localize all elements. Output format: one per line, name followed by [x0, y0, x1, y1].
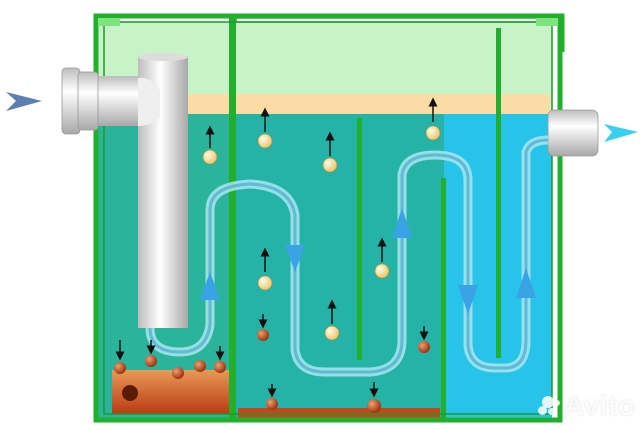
flow-arrow-down-1	[285, 245, 305, 272]
tank-top-cap-left	[98, 18, 120, 26]
sediment-particle	[367, 382, 381, 413]
partition-2	[357, 118, 362, 360]
vertical-pipe-top	[138, 53, 188, 61]
fat-particle	[324, 299, 340, 341]
sinking-particles	[114, 314, 430, 413]
flow-arrow-up-2	[392, 208, 412, 238]
inlet-flange-outer	[61, 67, 81, 135]
sludge-layer-middle	[238, 408, 440, 418]
sediment-particle	[172, 367, 184, 379]
fat-particle	[257, 107, 273, 149]
flow-arrow-up-3	[516, 268, 536, 298]
sediment-particle	[145, 340, 157, 367]
fat-particle	[374, 237, 390, 279]
sediment-particle	[194, 360, 206, 372]
fat-particle	[257, 247, 273, 291]
inlet-arrow-icon	[6, 92, 42, 111]
flow-path-core	[148, 138, 549, 374]
pipe-elbow	[138, 77, 160, 126]
avito-watermark: Avito	[536, 390, 635, 422]
outlet-arrow-icon	[604, 124, 638, 142]
partition-3	[441, 178, 446, 418]
watermark-text: Avito	[564, 390, 636, 421]
avito-logo-icon	[536, 394, 562, 418]
sediment-particle	[114, 340, 126, 374]
rising-particles	[202, 97, 441, 341]
flow-arrow-up-1	[200, 272, 220, 300]
fat-particle	[322, 131, 338, 173]
sediment-particle	[418, 326, 430, 353]
fat-layer	[180, 94, 550, 114]
tank-inner-line	[103, 21, 553, 415]
inlet-flange-inner	[77, 71, 99, 131]
sediment-particle	[257, 314, 269, 341]
fat-particle	[202, 125, 218, 165]
tank-outline	[93, 13, 565, 423]
sediment-particle	[266, 384, 278, 410]
sediment-particle	[122, 385, 138, 401]
partition-4	[496, 28, 501, 358]
partition-1	[229, 18, 236, 418]
sediment-particle	[214, 346, 226, 373]
outlet-pipe	[547, 109, 599, 157]
fat-particle	[425, 97, 441, 141]
flow-arrow-down-2	[458, 285, 478, 314]
tank-top-cap-right	[536, 18, 558, 26]
